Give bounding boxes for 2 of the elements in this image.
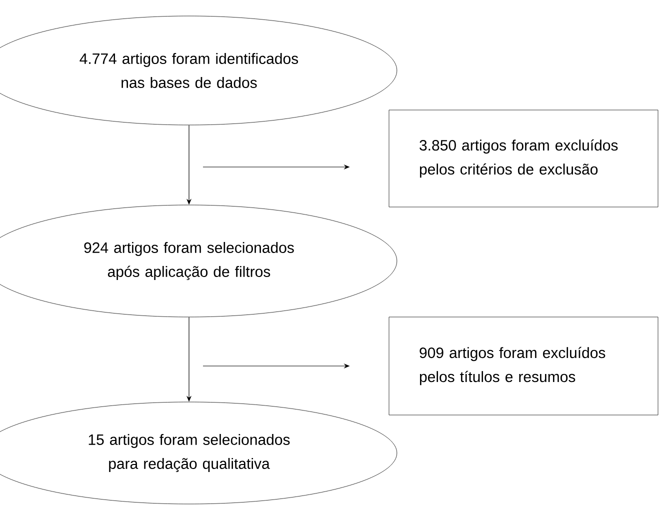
process-box: 909 artigos foram excluídos pelos títulos e resumos (388, 316, 658, 416)
process-box: 3.850 artigos foram excluídos pelos critérios de exclusão (388, 110, 658, 208)
